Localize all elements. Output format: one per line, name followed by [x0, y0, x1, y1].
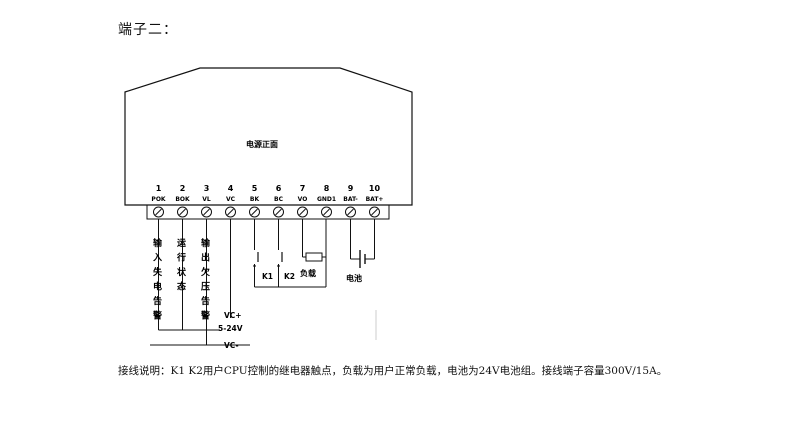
- k2-label: K2: [284, 272, 295, 281]
- terminal-number: 2: [180, 184, 186, 193]
- terminal-code: VL: [202, 196, 211, 203]
- terminal-7: 7VO: [297, 184, 308, 218]
- terminal-code: POK: [151, 196, 165, 203]
- terminal-slot: [251, 208, 258, 216]
- terminal-strip: [146, 204, 390, 220]
- terminal-slot: [323, 208, 330, 216]
- t1-vertical-label: 输入失电告警: [152, 237, 163, 322]
- terminal-slot: [227, 208, 234, 216]
- terminal-code: BC: [274, 196, 284, 203]
- voltage-range-label: 5-24V: [218, 324, 243, 333]
- vlabel3-text: 输出欠压告警: [201, 237, 211, 322]
- terminal-number: 4: [228, 184, 234, 193]
- terminal-slot: [347, 208, 354, 216]
- terminal-slot: [155, 208, 162, 216]
- terminal-number: 10: [369, 184, 381, 193]
- vlabel2-text: 运行状态: [176, 238, 187, 293]
- wiring-diagram: 电源正面 1POK2BOK3VL4VC5BK6BC7VO8GND19BAT-10…: [124, 67, 413, 350]
- terminal-code: VC: [226, 196, 236, 203]
- terminal-code: BOK: [175, 196, 190, 203]
- terminal-slot: [371, 208, 378, 216]
- vc-plus-label: VC+: [224, 311, 242, 320]
- terminal-slot: [299, 208, 306, 216]
- terminal-number: 8: [324, 184, 330, 193]
- vlabel1-text: 输入失电告警: [152, 237, 163, 322]
- terminal-code: BK: [250, 196, 260, 203]
- terminal-code: VO: [298, 196, 308, 203]
- terminal-number: 6: [276, 184, 282, 193]
- terminal-code: BAT-: [343, 196, 358, 203]
- terminal-slot: [203, 208, 210, 216]
- battery-label: 电池: [346, 273, 362, 283]
- section-heading: 端子二：: [118, 22, 178, 38]
- terminal-number: 5: [252, 184, 258, 193]
- terminal-slot: [179, 208, 186, 216]
- terminal-code: BAT+: [366, 196, 384, 203]
- panel-label: 电源正面: [246, 139, 278, 149]
- terminal-number: 1: [156, 184, 162, 193]
- terminal-number: 3: [204, 184, 210, 193]
- terminal-code: GND1: [317, 196, 336, 203]
- terminal-5: 5BK: [249, 184, 260, 218]
- t3-vertical-label: 输出欠压告警: [201, 237, 211, 322]
- terminal-slot: [275, 208, 282, 216]
- terminal-number: 9: [348, 184, 354, 193]
- terminal-4: 4VC: [225, 184, 236, 218]
- wiring-caption: 接线说明：K1 K2用户CPU控制的继电器触点，负载为用户正常负载，电池为24V…: [118, 365, 668, 377]
- vc-minus-label: VC-: [224, 341, 239, 350]
- k1-label: K1: [262, 272, 273, 281]
- power-supply-outline: [124, 67, 413, 206]
- terminal-6: 6BC: [273, 184, 284, 218]
- t2-vertical-label: 运行状态: [176, 238, 187, 293]
- terminal-number: 7: [300, 184, 306, 193]
- terminal-3: 3VL: [201, 184, 212, 218]
- load-label: 负载: [300, 268, 316, 278]
- load-resistor: [305, 252, 323, 262]
